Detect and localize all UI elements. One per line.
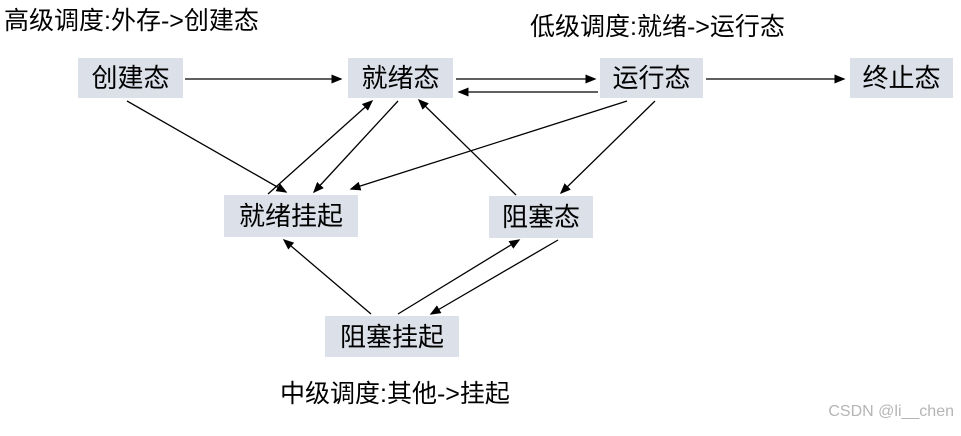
- transition-arrow-blocked-to-ready: [417, 98, 517, 196]
- state-node-create: 创建态: [78, 58, 183, 98]
- transition-arrow-ready-to-ready-suspend: [312, 100, 399, 194]
- transition-arrow-blocked-to-blocked-suspend: [429, 239, 559, 315]
- transition-arrow-blocked-suspend-to-ready-suspend: [282, 239, 372, 315]
- state-node-blocked: 阻塞态: [489, 196, 593, 238]
- state-node-terminated: 终止态: [850, 58, 953, 98]
- label-low-level-scheduling: 低级调度:就绪->运行态: [530, 13, 785, 41]
- state-node-ready-suspend: 就绪挂起: [224, 195, 358, 237]
- transition-arrow-create-to-ready-suspend: [126, 100, 288, 193]
- state-node-running: 运行态: [600, 58, 703, 98]
- transition-arrow-running-to-ready-suspend: [349, 100, 628, 191]
- label-mid-level-scheduling: 中级调度:其他->挂起: [280, 380, 510, 408]
- label-high-level-scheduling: 高级调度:外存->创建态: [4, 7, 259, 35]
- transition-arrow-blocked-suspend-to-blocked: [397, 239, 521, 315]
- state-node-ready: 就绪态: [348, 58, 453, 98]
- transition-arrow-ready-suspend-to-ready: [267, 100, 374, 195]
- transition-arrow-running-to-blocked: [559, 100, 656, 195]
- csdn-watermark: CSDN @li__chen: [828, 403, 954, 420]
- state-node-blocked-suspend: 阻塞挂起: [325, 316, 459, 357]
